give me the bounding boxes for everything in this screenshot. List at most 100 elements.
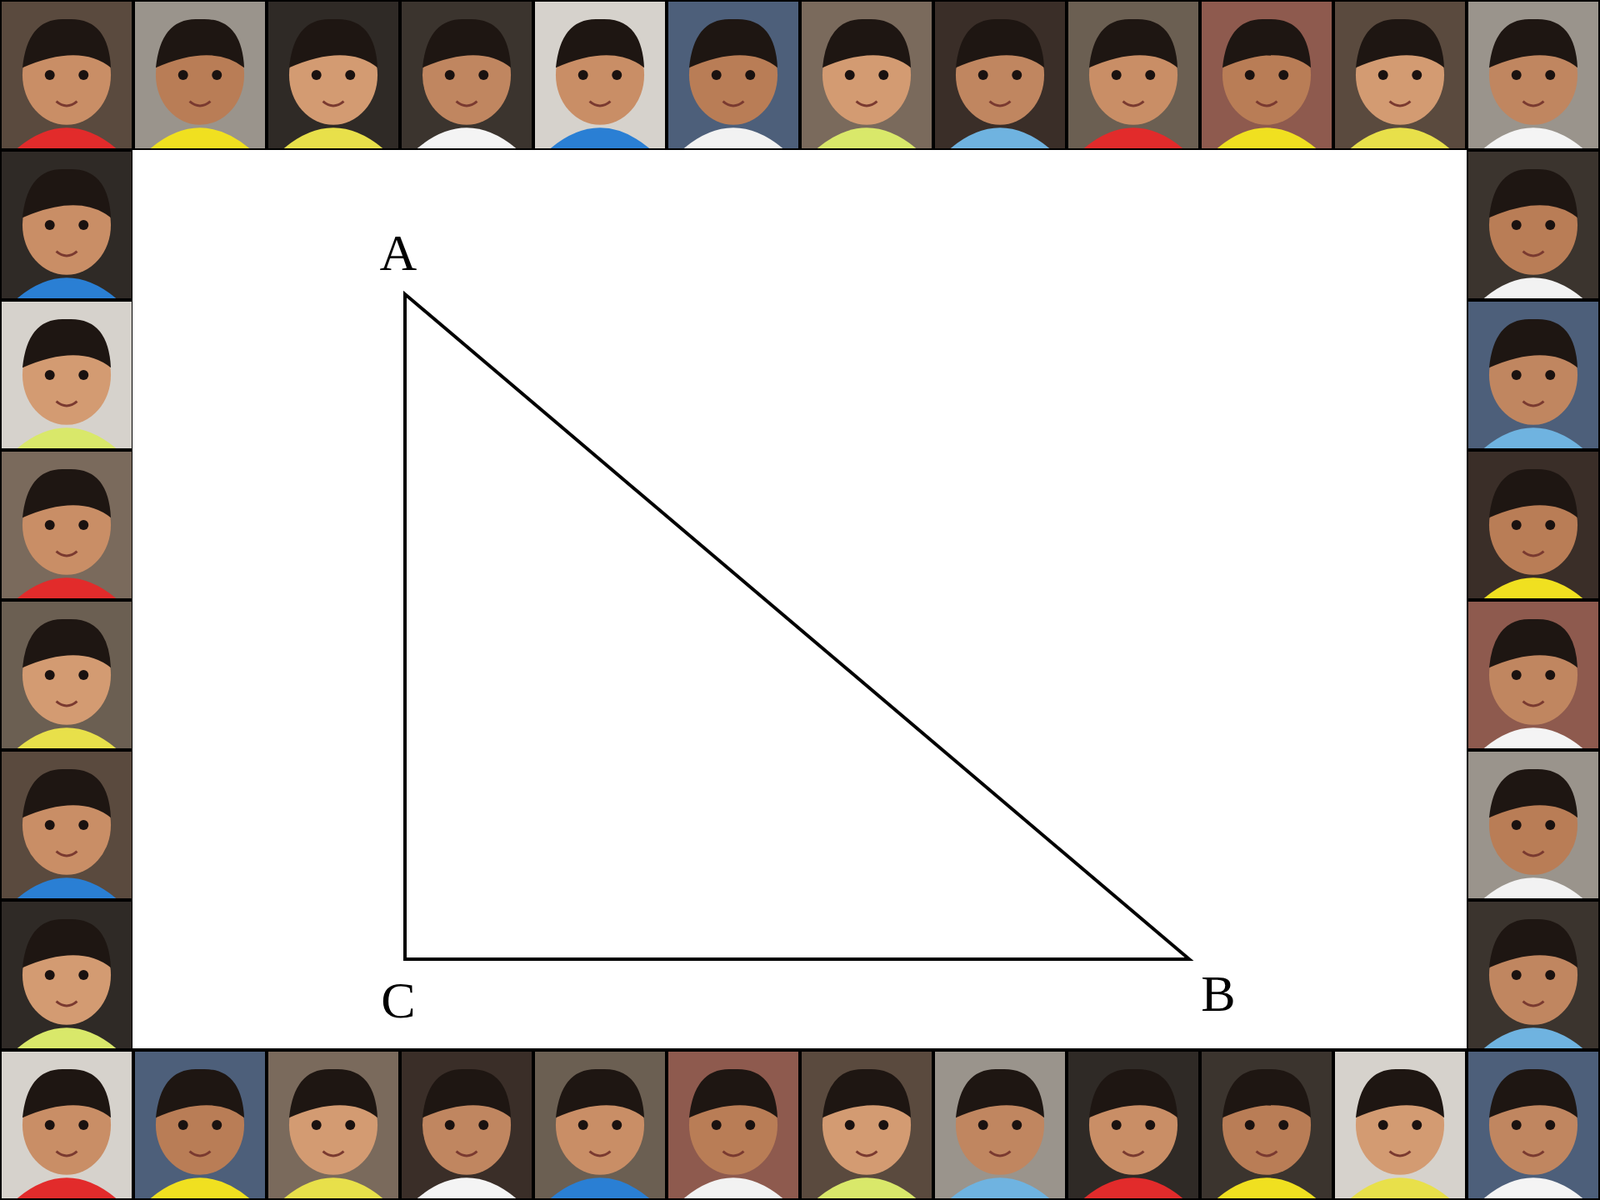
eye <box>745 70 755 80</box>
eye <box>478 1120 489 1130</box>
photo-tile <box>1335 1051 1465 1199</box>
shirt <box>950 1177 1050 1199</box>
hair <box>22 319 111 368</box>
mouth <box>1523 851 1545 856</box>
eye <box>211 70 222 80</box>
mouth <box>56 251 78 256</box>
eye <box>1511 370 1522 380</box>
eye <box>78 70 89 80</box>
eye <box>1511 70 1522 80</box>
photo-background <box>535 1 665 149</box>
shirt <box>1484 127 1584 149</box>
mouth <box>323 1151 345 1156</box>
eye <box>78 670 89 680</box>
mouth <box>190 1151 211 1156</box>
hair <box>289 1069 378 1118</box>
photo-background <box>1 1051 132 1199</box>
eye <box>478 70 489 80</box>
photo-background <box>401 1 532 149</box>
eye <box>1545 70 1555 80</box>
shirt <box>284 1177 384 1199</box>
photo-tile <box>135 1 265 149</box>
mouth <box>56 551 78 556</box>
eye <box>1245 1120 1255 1130</box>
photo-tile <box>1468 451 1599 599</box>
eye <box>611 1120 622 1130</box>
eye <box>1511 670 1522 680</box>
hair <box>155 1069 245 1118</box>
mouth <box>56 1001 78 1006</box>
photo-background <box>1 901 132 1049</box>
photo-tile <box>1468 1051 1599 1199</box>
shirt <box>1484 727 1584 749</box>
hair <box>1489 19 1578 68</box>
eye <box>845 1120 855 1130</box>
eye <box>78 520 89 530</box>
hair <box>822 1069 911 1118</box>
hair <box>22 19 111 68</box>
photo-tile <box>1 451 132 599</box>
shirt <box>417 127 517 149</box>
hair <box>555 1069 645 1118</box>
eye <box>978 1120 989 1130</box>
eye <box>45 370 55 380</box>
photo-background <box>801 1 932 149</box>
photo-background <box>1468 901 1599 1049</box>
hair <box>555 19 645 68</box>
shirt <box>1084 127 1184 149</box>
photo-tile <box>1068 1 1199 149</box>
shirt <box>1350 1177 1450 1199</box>
photo-tile <box>1201 1051 1332 1199</box>
shirt <box>150 1177 250 1199</box>
photo-tile <box>668 1 799 149</box>
mouth <box>1390 101 1411 106</box>
eye <box>711 1120 722 1130</box>
mouth <box>723 1151 745 1156</box>
hair <box>22 769 111 818</box>
eye <box>45 820 55 830</box>
eye <box>345 1120 355 1130</box>
photo-tile <box>1 901 132 1049</box>
shirt <box>17 427 117 449</box>
mouth <box>723 101 745 106</box>
photo-tile <box>1 151 132 299</box>
eye <box>1245 70 1255 80</box>
hair <box>22 919 111 968</box>
photo-tile <box>801 1051 932 1199</box>
shirt <box>1217 127 1317 149</box>
photo-tile <box>1 301 132 449</box>
shirt <box>550 127 650 149</box>
photo-tile <box>401 1 532 149</box>
photo-background <box>1468 601 1599 749</box>
mouth <box>1523 101 1545 106</box>
eye <box>1511 220 1522 230</box>
mouth <box>456 1151 478 1156</box>
shirt <box>817 1177 917 1199</box>
photo-tile <box>1 1 132 149</box>
hair <box>22 619 111 668</box>
white-panel <box>132 150 1467 1049</box>
eye <box>1511 1120 1522 1130</box>
shirt <box>284 127 384 149</box>
photo-tile <box>935 1051 1065 1199</box>
eye <box>1545 820 1555 830</box>
photo-background <box>135 1 265 149</box>
eye <box>1278 70 1289 80</box>
photo-tile <box>1468 1 1599 149</box>
photo-tile <box>135 1051 265 1199</box>
eye <box>1545 370 1555 380</box>
eye <box>711 70 722 80</box>
eye <box>1511 520 1522 530</box>
hair <box>22 1069 111 1118</box>
mouth <box>990 101 1011 106</box>
photo-background <box>1 151 132 299</box>
eye <box>1378 1120 1389 1130</box>
eye <box>178 1120 189 1130</box>
hair <box>1089 19 1178 68</box>
eye <box>1545 670 1555 680</box>
eye <box>45 670 55 680</box>
shirt <box>17 277 117 299</box>
eye <box>745 1120 755 1130</box>
